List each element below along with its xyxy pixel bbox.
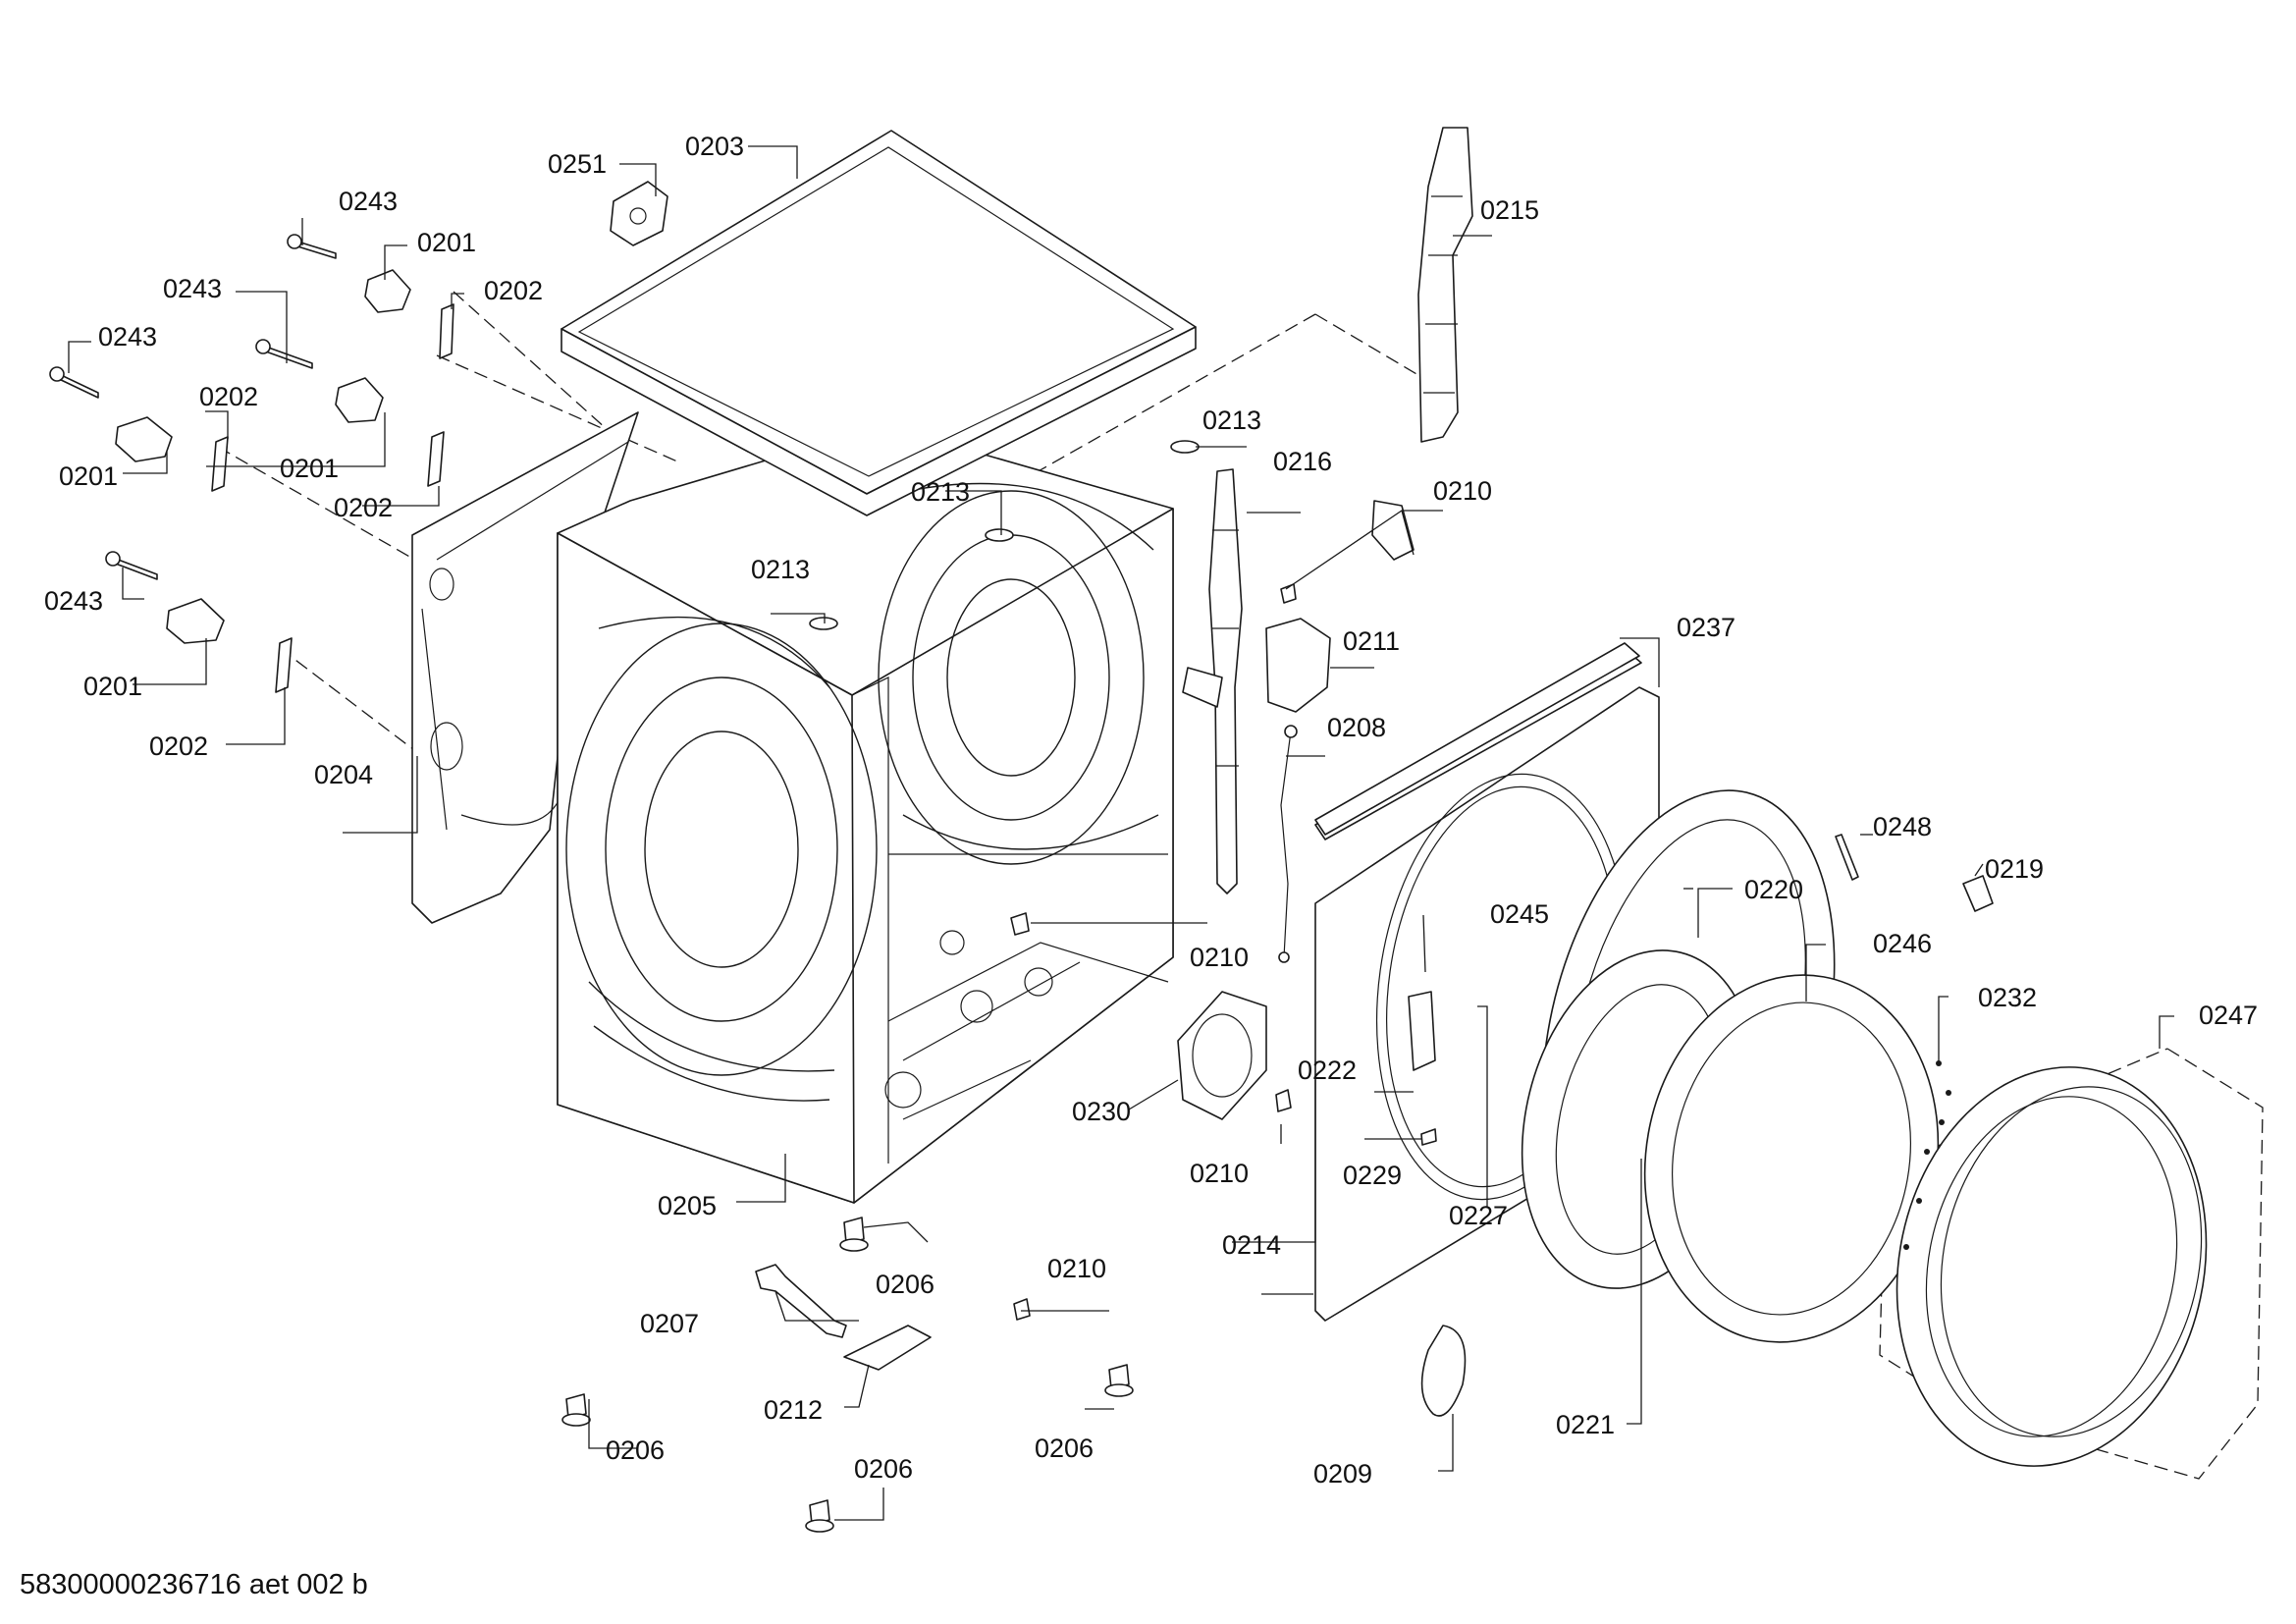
- label-0213: 0213: [751, 555, 810, 584]
- label-0206: 0206: [1035, 1434, 1094, 1463]
- label-0227: 0227: [1449, 1201, 1508, 1230]
- screws-0243: [49, 234, 337, 580]
- rail-0216: [1182, 468, 1243, 894]
- label-0202: 0202: [484, 276, 543, 305]
- label-0221: 0221: [1556, 1410, 1615, 1439]
- label-0206: 0206: [854, 1454, 913, 1484]
- label-0219: 0219: [1985, 854, 2044, 884]
- label-0243: 0243: [339, 187, 398, 216]
- label-0202: 0202: [334, 493, 393, 522]
- label-0247: 0247: [2199, 1001, 2258, 1030]
- label-0245: 0245: [1490, 899, 1549, 929]
- rail-0215: [1417, 127, 1473, 443]
- drawing-id: 58300000236716 aet 002 b: [20, 1569, 368, 1600]
- label-0220: 0220: [1744, 875, 1803, 904]
- top-cover: [561, 130, 1197, 516]
- label-0213: 0213: [911, 477, 970, 507]
- small-parts: [561, 440, 1415, 1533]
- label-0210: 0210: [1047, 1254, 1106, 1283]
- label-0206: 0206: [606, 1435, 665, 1465]
- label-0248: 0248: [1873, 812, 1932, 841]
- label-0210: 0210: [1190, 943, 1249, 972]
- label-0207: 0207: [640, 1309, 699, 1338]
- door-rings: [1420, 789, 2208, 1467]
- label-0232: 0232: [1978, 983, 2037, 1012]
- label-0214: 0214: [1222, 1230, 1281, 1260]
- part-labels: 0203 0251 0243 0201 0202 0243 0243 0202 …: [44, 132, 2258, 1489]
- hinge-0251: [610, 181, 668, 246]
- cabinet-body: [557, 446, 1174, 1204]
- label-0206: 0206: [876, 1270, 934, 1299]
- label-0201: 0201: [417, 228, 476, 257]
- label-0246: 0246: [1873, 929, 1932, 958]
- label-0202: 0202: [199, 382, 258, 411]
- label-0205: 0205: [658, 1191, 717, 1220]
- label-0243: 0243: [44, 586, 103, 616]
- label-0237: 0237: [1677, 613, 1735, 642]
- label-0213: 0213: [1202, 406, 1261, 435]
- label-0243: 0243: [163, 274, 222, 303]
- brackets-0201: [115, 269, 411, 644]
- label-0209: 0209: [1313, 1459, 1372, 1489]
- label-0201: 0201: [280, 454, 339, 483]
- label-0201: 0201: [59, 461, 118, 491]
- label-0215: 0215: [1480, 195, 1539, 225]
- label-0222: 0222: [1298, 1056, 1357, 1085]
- leader-lines: [68, 145, 2174, 1521]
- label-0211: 0211: [1343, 626, 1400, 656]
- label-0230: 0230: [1072, 1097, 1131, 1126]
- label-0251: 0251: [548, 149, 607, 179]
- label-0208: 0208: [1327, 713, 1386, 742]
- label-0216: 0216: [1273, 447, 1332, 476]
- label-0210: 0210: [1190, 1159, 1249, 1188]
- label-0229: 0229: [1343, 1161, 1402, 1190]
- clips-0202: [211, 303, 454, 693]
- label-0203: 0203: [685, 132, 744, 161]
- rail-0237: [1314, 642, 1640, 836]
- label-0210: 0210: [1433, 476, 1492, 506]
- label-0204: 0204: [314, 760, 373, 789]
- label-0243: 0243: [98, 322, 157, 352]
- label-0202: 0202: [149, 731, 208, 761]
- label-0201: 0201: [83, 672, 142, 701]
- label-0212: 0212: [764, 1395, 823, 1425]
